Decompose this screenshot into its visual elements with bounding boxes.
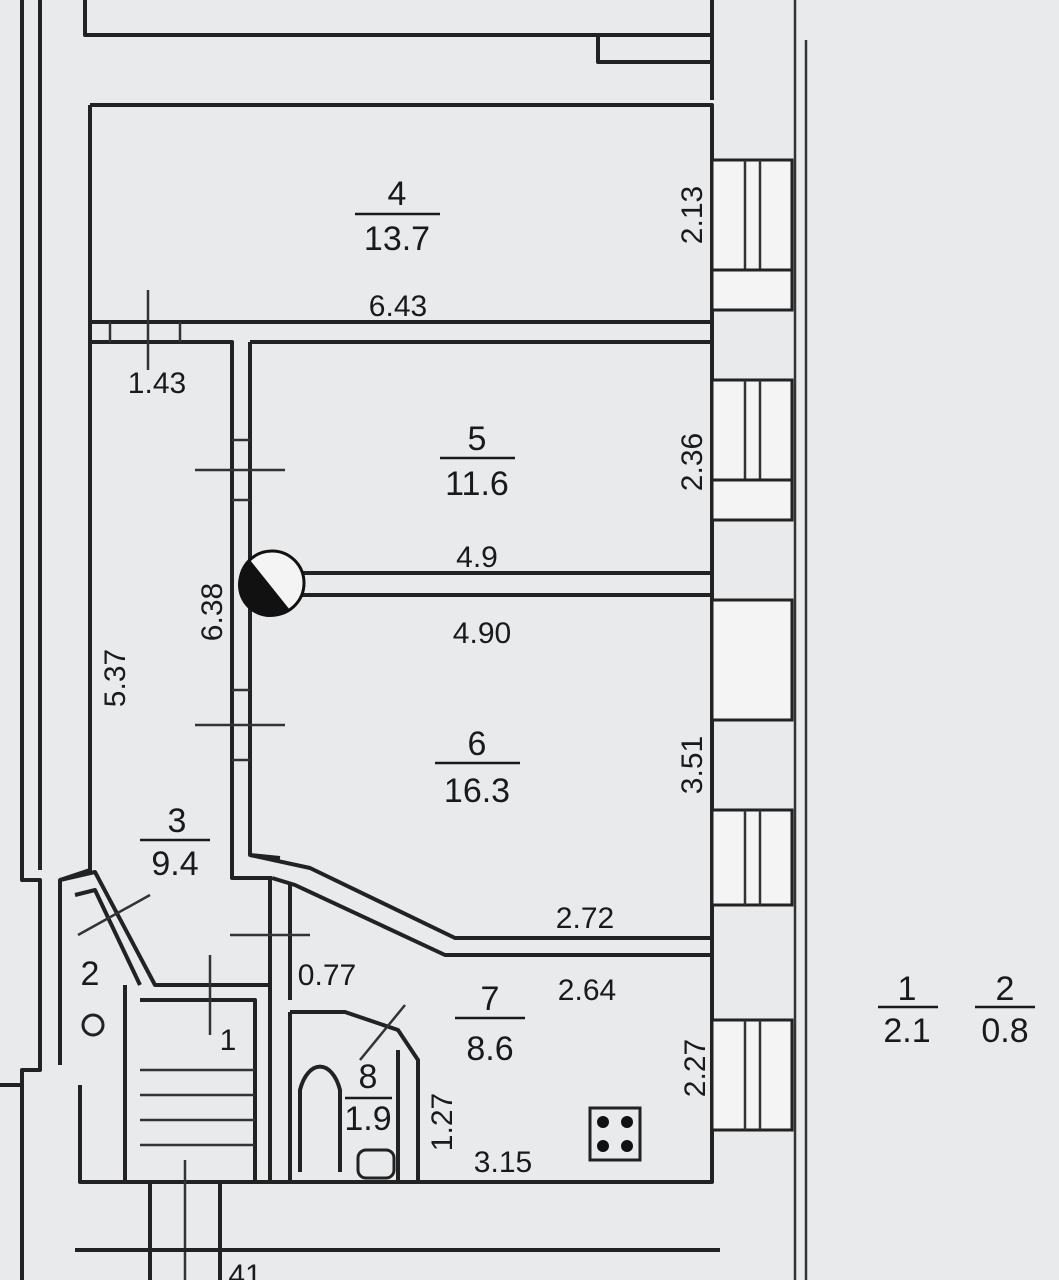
dim-6-38: 6.38 [196,583,229,641]
room-6-label: 6 16.3 [435,725,520,810]
svg-text:0.8: 0.8 [981,1012,1028,1050]
dim-4-9: 4.9 [456,541,498,574]
dim-0-77: 0.77 [298,959,356,992]
room-1-label: 1 [220,1024,237,1057]
legend-item-2: 2 0.8 [975,970,1035,1050]
svg-text:3: 3 [168,802,187,840]
apartment-walls [0,103,720,1280]
svg-text:7: 7 [481,980,500,1018]
dim-2-64: 2.64 [558,974,616,1007]
room-2-label: 2 [81,955,100,993]
bathtub-icon [298,1064,342,1172]
dimension-labels: 6.43 1.43 4.9 4.90 2.72 2.64 0.77 3.15 2… [99,186,712,1280]
svg-text:2: 2 [996,970,1015,1008]
dim-4-90: 4.90 [453,617,511,650]
dim-1-43: 1.43 [128,367,186,400]
door-marks [77,290,406,1061]
dim-3-15: 3.15 [474,1146,532,1179]
room-3-label: 3 9.4 [140,802,210,883]
dim-6-43: 6.43 [369,290,427,323]
dim-2-27: 2.27 [679,1039,712,1097]
svg-text:2.1: 2.1 [883,1012,930,1050]
svg-text:1.9: 1.9 [344,1100,391,1138]
dim-2-36: 2.36 [676,433,709,491]
room-7-label: 7 8.6 [455,980,525,1068]
dim-3-51: 3.51 [676,736,709,794]
svg-text:8: 8 [359,1058,378,1096]
windows [710,158,794,1132]
room-5-label: 5 11.6 [440,420,515,503]
outer-walls [20,0,808,1280]
room-8-label: 8 1.9 [344,1058,392,1138]
svg-text:13.7: 13.7 [364,220,430,258]
stove-symbol [237,549,306,618]
toilet-icon [81,1013,396,1180]
svg-text:9.4: 9.4 [151,845,198,883]
legend-item-1: 1 2.1 [878,970,938,1050]
svg-text:5: 5 [468,420,487,458]
room-4-label: 4 13.7 [355,175,440,258]
svg-text:11.6: 11.6 [445,465,509,503]
dim-bottom: 41 [228,1259,261,1280]
cooktop-icon [588,1106,642,1162]
dim-1-27: 1.27 [426,1093,459,1151]
svg-text:6: 6 [468,725,487,763]
dim-2-72: 2.72 [556,902,614,935]
svg-text:1: 1 [898,970,917,1008]
dim-2-13: 2.13 [676,186,709,244]
dim-5-37: 5.37 [99,649,132,707]
svg-text:8.6: 8.6 [466,1030,513,1068]
svg-text:4: 4 [388,175,407,213]
svg-text:16.3: 16.3 [444,772,510,810]
